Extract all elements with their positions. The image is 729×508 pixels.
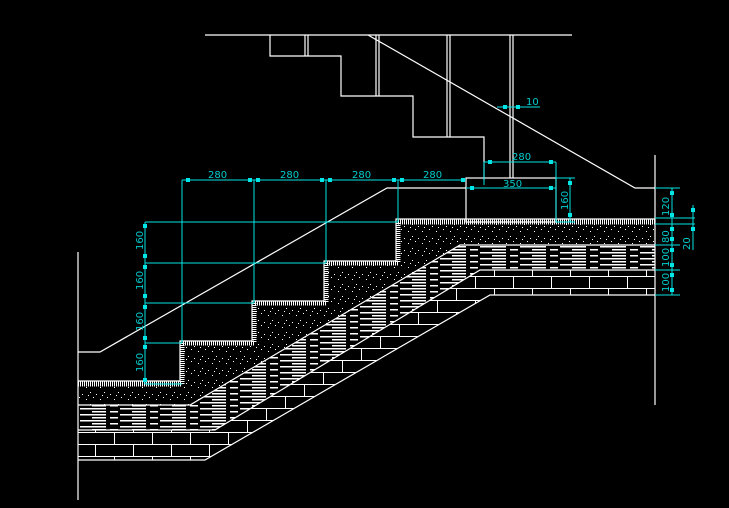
landing-block-dim: 350 (503, 179, 522, 190)
landing-top-dim: 280 (512, 152, 531, 163)
riser-dim-2: 160 (135, 271, 146, 290)
riser-dim-4: 160 (135, 353, 146, 372)
layer-line (78, 244, 655, 406)
layer-dim-100b: 100 (661, 273, 672, 292)
tread-dim-1: 280 (208, 170, 227, 181)
layer-dim-80: 80 (661, 230, 672, 243)
tread-dim-4: 280 (423, 170, 442, 181)
baluster-gap-dim: 10 (526, 97, 539, 108)
layer-dim-120: 120 (661, 197, 672, 216)
brick-layer (78, 270, 655, 460)
timber-layer (78, 245, 655, 430)
concrete-fill (78, 224, 655, 405)
handrail-upper (367, 34, 655, 189)
upper-stair-profile (269, 35, 485, 180)
tread-dim-2: 280 (280, 170, 299, 181)
dimension-ticks (143, 105, 695, 382)
foundation-line (78, 294, 655, 461)
stair-finish (78, 219, 655, 387)
slab-offset-dim: 20 (682, 237, 693, 250)
tread-dim-3: 280 (352, 170, 371, 181)
riser-dim-1: 160 (135, 231, 146, 250)
riser-dim-3: 160 (135, 312, 146, 331)
handrail-lower (78, 187, 466, 353)
stair-profile (78, 218, 655, 382)
layer-dim-100a: 100 (661, 248, 672, 267)
layer-line (78, 269, 655, 431)
landing-height-dim: 160 (560, 191, 571, 210)
